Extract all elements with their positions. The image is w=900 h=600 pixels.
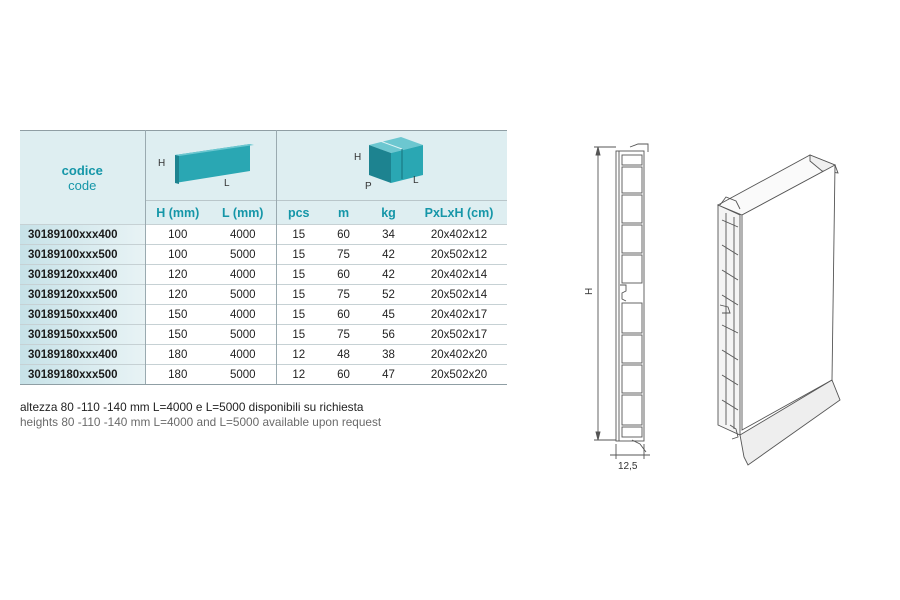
code-label-en: code xyxy=(68,177,97,193)
profile-figure-cell: H L xyxy=(145,130,277,201)
cell-m: 60 xyxy=(321,364,366,385)
table-row: 30189100xxx400 100 4000 15 60 34 20x402x… xyxy=(20,224,507,245)
cell-pcs: 15 xyxy=(276,324,321,345)
width-dimension-label: 12,5 xyxy=(618,461,638,472)
table-row: 30189180xxx500 180 5000 12 60 47 20x502x… xyxy=(20,364,507,385)
cell-kg: 34 xyxy=(366,224,411,245)
cell-pack: 20x402x20 xyxy=(411,344,507,365)
cell-code: 30189100xxx400 xyxy=(20,224,146,245)
cell-kg: 45 xyxy=(366,304,411,325)
skirting-profile-drawing: H 12,5 xyxy=(584,143,841,472)
fig1-l-label: L xyxy=(224,178,230,189)
cell-l: 5000 xyxy=(210,364,277,385)
cell-m: 60 xyxy=(321,304,366,325)
table-row: 30189150xxx400 150 4000 15 60 45 20x402x… xyxy=(20,304,507,325)
col-kg: kg xyxy=(366,200,411,225)
table-row: 30189180xxx400 180 4000 12 48 38 20x402x… xyxy=(20,344,507,365)
cell-m: 48 xyxy=(321,344,366,365)
cell-kg: 52 xyxy=(366,284,411,305)
cell-pack: 20x402x17 xyxy=(411,304,507,325)
cell-kg: 38 xyxy=(366,344,411,365)
cell-code: 30189180xxx400 xyxy=(20,344,146,365)
fig2-p-label: P xyxy=(365,181,372,192)
cell-pcs: 15 xyxy=(276,224,321,245)
cell-pack: 20x502x17 xyxy=(411,324,507,345)
table-row: 30189100xxx500 100 5000 15 75 42 20x502x… xyxy=(20,244,507,265)
code-header: codice code xyxy=(20,130,146,225)
cell-l: 4000 xyxy=(210,224,277,245)
cell-code: 30189150xxx500 xyxy=(20,324,146,345)
cell-code: 30189150xxx400 xyxy=(20,304,146,325)
cell-pcs: 12 xyxy=(276,364,321,385)
cell-pcs: 15 xyxy=(276,264,321,285)
note-english: heights 80 -110 -140 mm L=4000 and L=500… xyxy=(20,415,382,429)
cell-pcs: 15 xyxy=(276,304,321,325)
spec-table: codice code H L xyxy=(20,130,507,385)
note-italian: altezza 80 -110 -140 mm L=4000 e L=5000 … xyxy=(20,400,364,414)
fig2-h-label: H xyxy=(354,152,361,163)
fig1-h-label: H xyxy=(158,158,165,169)
cell-pcs: 12 xyxy=(276,344,321,365)
cell-pack: 20x402x14 xyxy=(411,264,507,285)
cell-kg: 56 xyxy=(366,324,411,345)
col-pack: PxLxH (cm) xyxy=(411,200,507,225)
cell-m: 60 xyxy=(321,264,366,285)
availability-note: altezza 80 -110 -140 mm L=4000 e L=5000 … xyxy=(20,400,381,430)
cell-h: 120 xyxy=(145,264,210,285)
height-dimension-label: H xyxy=(584,288,595,295)
fig2-l-label: L xyxy=(413,175,419,186)
cell-kg: 42 xyxy=(366,264,411,285)
cell-h: 180 xyxy=(145,344,210,365)
cell-code: 30189120xxx400 xyxy=(20,264,146,285)
cell-l: 5000 xyxy=(210,284,277,305)
cell-l: 4000 xyxy=(210,264,277,285)
cell-l: 4000 xyxy=(210,344,277,365)
package-figure-cell: H P L xyxy=(276,130,507,201)
cell-pack: 20x502x20 xyxy=(411,364,507,385)
profile-bar-illustration: H L xyxy=(158,144,254,189)
cell-h: 150 xyxy=(145,304,210,325)
cell-l: 5000 xyxy=(210,244,277,265)
cell-l: 4000 xyxy=(210,304,277,325)
cell-l: 5000 xyxy=(210,324,277,345)
cell-m: 75 xyxy=(321,284,366,305)
cell-code: 30189180xxx500 xyxy=(20,364,146,385)
cell-code: 30189100xxx500 xyxy=(20,244,146,265)
col-pcs: pcs xyxy=(276,200,321,225)
col-l: L (mm) xyxy=(210,200,277,225)
cell-pack: 20x402x12 xyxy=(411,224,507,245)
cell-h: 150 xyxy=(145,324,210,345)
cell-h: 120 xyxy=(145,284,210,305)
cell-m: 60 xyxy=(321,224,366,245)
table-row: 30189120xxx500 120 5000 15 75 52 20x502x… xyxy=(20,284,507,305)
cell-h: 100 xyxy=(145,244,210,265)
cell-pcs: 15 xyxy=(276,284,321,305)
col-m: m xyxy=(321,200,366,225)
cell-pack: 20x502x12 xyxy=(411,244,507,265)
code-label-it: codice xyxy=(61,162,103,178)
cell-kg: 47 xyxy=(366,364,411,385)
cell-m: 75 xyxy=(321,244,366,265)
col-h: H (mm) xyxy=(145,200,210,225)
table-row: 30189150xxx500 150 5000 15 75 56 20x502x… xyxy=(20,324,507,345)
package-box-illustration: H P L xyxy=(354,137,423,192)
table-row: 30189120xxx400 120 4000 15 60 42 20x402x… xyxy=(20,264,507,285)
technical-drawing: H 12,5 xyxy=(570,135,870,480)
cell-kg: 42 xyxy=(366,244,411,265)
cell-pack: 20x502x14 xyxy=(411,284,507,305)
cell-h: 180 xyxy=(145,364,210,385)
cell-m: 75 xyxy=(321,324,366,345)
cell-h: 100 xyxy=(145,224,210,245)
cell-code: 30189120xxx500 xyxy=(20,284,146,305)
cell-pcs: 15 xyxy=(276,244,321,265)
